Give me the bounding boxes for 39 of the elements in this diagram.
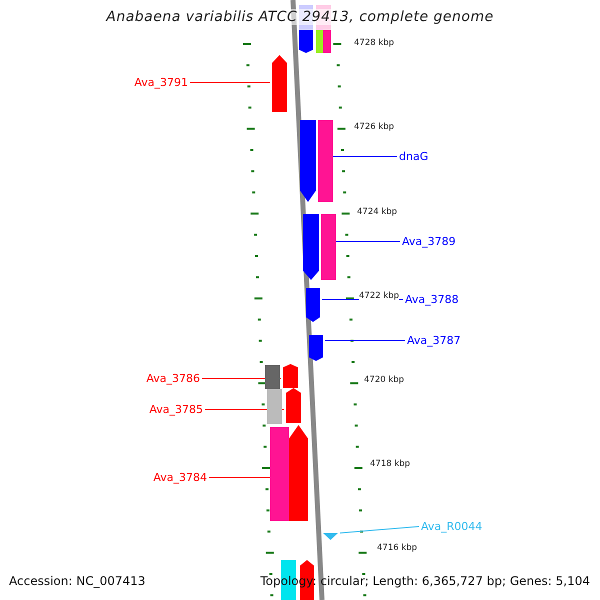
accession-text: Accession: NC_007413 xyxy=(9,574,146,588)
leader-line xyxy=(190,82,270,83)
gene-feature xyxy=(299,30,313,53)
gene-label: Ava_3785 xyxy=(149,403,203,416)
gene-feature xyxy=(300,120,316,202)
scale-label: 4716 kbp xyxy=(377,543,418,554)
gene-feature xyxy=(272,55,287,112)
gene-label: Ava_3791 xyxy=(134,76,188,89)
gene-label: Ava_3788 xyxy=(405,293,459,306)
leader-line xyxy=(340,526,420,534)
scale-label: 4720 kbp xyxy=(364,375,404,386)
gene-label: Ava_3789 xyxy=(402,235,456,248)
gene-block xyxy=(267,389,282,424)
gene-feature xyxy=(283,364,298,388)
gene-block xyxy=(265,365,280,389)
gene-feature xyxy=(303,214,319,280)
gene-block xyxy=(318,120,333,202)
rna-marker xyxy=(323,533,338,540)
gene-feature xyxy=(289,425,308,521)
gene-block xyxy=(323,30,331,53)
scale-label: 4724 kbp xyxy=(357,207,398,218)
scale-label: 4726 kbp xyxy=(354,122,394,133)
scale-label: 4728 kbp xyxy=(354,38,394,49)
gene-label: Ava_3787 xyxy=(407,334,461,347)
title: Anabaena variabilis ATCC 29413, complete genome xyxy=(106,9,494,25)
gene-block xyxy=(316,30,323,53)
gene-block xyxy=(321,214,336,280)
gene-label: dnaG xyxy=(399,150,428,163)
gene-feature xyxy=(286,388,301,423)
scale-label: 4722 kbp xyxy=(359,291,400,302)
gene-block xyxy=(270,427,289,521)
scale-label: 4718 kbp xyxy=(370,459,410,470)
gene-label: Ava_3784 xyxy=(153,471,207,484)
gene-feature xyxy=(306,288,320,322)
gene-feature xyxy=(309,335,323,361)
leader-line xyxy=(324,340,406,341)
gene-label: Ava_3786 xyxy=(146,372,200,385)
gene-label: Ava_R0044 xyxy=(421,520,482,533)
genome-info-text: Topology: circular; Length: 6,365,727 bp; Genes: 5,104 xyxy=(260,574,590,588)
